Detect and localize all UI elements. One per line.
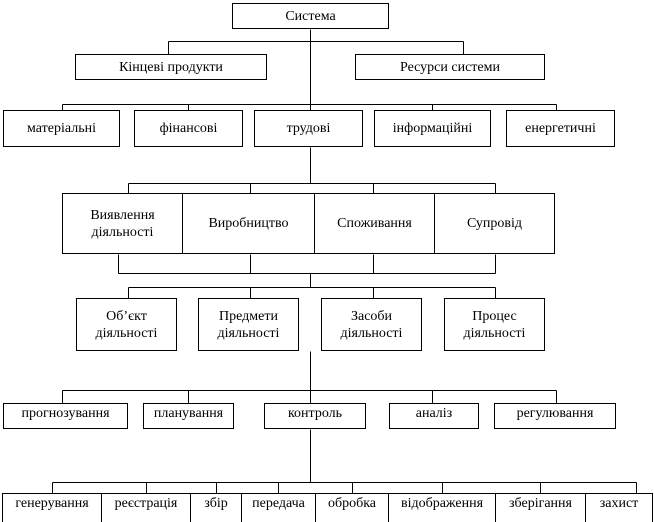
node-end-products: Кінцеві продукти <box>75 54 267 80</box>
node-stage-support: Супровід <box>434 193 555 254</box>
node-op-protection-label: захист <box>599 496 639 511</box>
node-resource-material-label: матеріальні <box>27 121 96 136</box>
node-resource-energy-label: енергетичні <box>525 121 596 136</box>
node-activity-subjects-line2: діяльності <box>217 325 280 341</box>
node-op-generation: генерування <box>2 493 102 522</box>
node-op-transmission: передача <box>241 493 316 522</box>
node-op-registration: реєстрація <box>101 493 191 522</box>
node-activity-subjects: Предмети діяльності <box>198 298 299 351</box>
node-op-protection: захист <box>585 493 653 522</box>
node-resource-financial: фінансові <box>134 110 243 147</box>
node-op-collection-label: збір <box>204 496 228 511</box>
node-activity-means-line2: діяльності <box>340 325 403 341</box>
node-op-processing: обробка <box>315 493 389 522</box>
node-system-resources-label: Ресурси системи <box>399 59 500 75</box>
node-op-registration-label: реєстрація <box>114 496 178 511</box>
node-system: Система <box>232 3 389 29</box>
node-op-display: відображення <box>388 493 496 522</box>
node-function-control-label: контроль <box>287 406 343 421</box>
node-function-analysis-label: аналіз <box>415 406 453 421</box>
node-resource-information: інформаційні <box>374 110 491 147</box>
node-activity-process-line2: діяльності <box>463 325 526 341</box>
node-op-transmission-label: передача <box>252 496 305 511</box>
node-stage-production-label: Виробництво <box>208 216 289 231</box>
node-system-resources: Ресурси системи <box>355 54 545 80</box>
node-activity-subjects-line1: Предмети <box>219 308 278 324</box>
node-activity-means: Засоби діяльності <box>321 298 422 351</box>
node-op-collection: збір <box>190 493 242 522</box>
node-resource-labor-label: трудові <box>286 121 331 136</box>
node-end-products-label: Кінцеві продукти <box>119 59 223 75</box>
node-op-display-label: відображення <box>400 496 484 511</box>
node-stage-identification-line2: діяльності <box>91 224 154 240</box>
node-resource-financial-label: фінансові <box>159 121 218 136</box>
node-op-generation-label: генерування <box>15 496 89 511</box>
node-stage-production: Виробництво <box>182 193 315 254</box>
node-op-processing-label: обробка <box>327 496 377 511</box>
node-stage-support-label: Супровід <box>466 216 523 231</box>
node-activity-means-line1: Засоби <box>350 308 393 324</box>
node-activity-object-line1: Об’єкт <box>106 308 147 324</box>
node-system-label: Система <box>285 8 336 24</box>
node-function-planning: планування <box>143 403 234 429</box>
node-function-control: контроль <box>264 403 366 429</box>
node-function-regulation: регулювання <box>494 403 616 429</box>
node-function-regulation-label: регулювання <box>516 406 594 421</box>
node-stage-identification-line1: Виявлення <box>90 207 155 223</box>
node-activity-process-line1: Процес <box>472 308 517 324</box>
node-op-storage: зберігання <box>495 493 586 522</box>
node-resource-information-label: інформаційні <box>392 121 473 136</box>
node-function-analysis: аналіз <box>389 403 479 429</box>
node-stage-consumption: Споживання <box>314 193 435 254</box>
node-resource-energy: енергетичні <box>506 110 615 147</box>
node-stage-consumption-label: Споживання <box>337 216 412 231</box>
node-activity-process: Процес діяльності <box>444 298 545 351</box>
node-op-storage-label: зберігання <box>509 496 572 511</box>
node-stage-identification: Виявлення діяльності <box>62 193 183 254</box>
node-function-planning-label: планування <box>153 406 224 421</box>
node-activity-object-line2: діяльності <box>95 325 158 341</box>
node-function-forecasting-label: прогнозування <box>21 406 110 421</box>
node-resource-material: матеріальні <box>3 110 120 147</box>
node-function-forecasting: прогнозування <box>3 403 128 429</box>
node-activity-object: Об’єкт діяльності <box>76 298 177 351</box>
node-resource-labor: трудові <box>254 110 363 147</box>
